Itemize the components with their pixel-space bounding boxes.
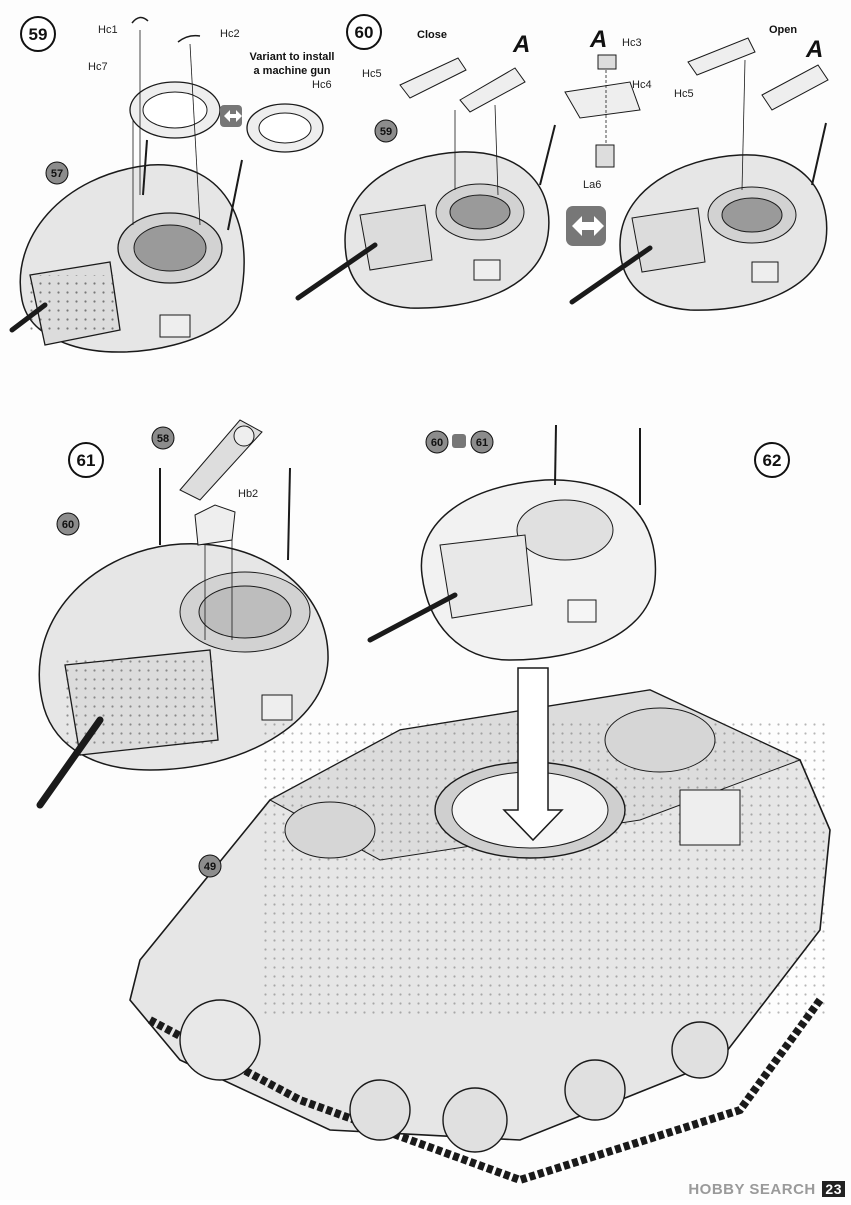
road-wheel-3 xyxy=(671,1021,729,1079)
part-hc1 xyxy=(131,16,149,24)
step-62-badge xyxy=(754,442,790,478)
swap-icon xyxy=(220,105,242,127)
hatch-a-closed xyxy=(459,67,526,113)
step-61-number: 61 xyxy=(77,451,96,470)
label-hb2: Hb2 xyxy=(238,488,258,500)
road-wheel-1 xyxy=(442,1087,508,1153)
ref-badge-57 xyxy=(45,161,69,185)
ref-badge-58 xyxy=(151,426,175,450)
ref-badge-59 xyxy=(374,119,398,143)
ref-badge-60 xyxy=(56,512,80,536)
step-62-number: 62 xyxy=(763,451,782,470)
svg-text:57: 57 xyxy=(51,168,63,180)
step-59-number: 59 xyxy=(29,25,48,44)
gun-barrel xyxy=(9,302,48,333)
page-number: 23 xyxy=(822,1181,845,1197)
label-hc2: Hc2 xyxy=(220,28,240,40)
antenna-2 xyxy=(227,159,243,231)
sprocket xyxy=(179,999,261,1081)
part-hb2 xyxy=(194,504,236,546)
ref-badge-60b xyxy=(425,430,449,454)
swap-icon-small xyxy=(452,434,466,448)
part-hc2 xyxy=(177,34,201,43)
stowage-box xyxy=(679,789,741,846)
label-hc5-closed: Hc5 xyxy=(362,68,382,80)
part-hc3 xyxy=(597,54,617,70)
variant-note-line2: a machine gun xyxy=(253,65,330,77)
step-62-panel: 62 60 61 49 xyxy=(129,424,831,1185)
svg-text:60: 60 xyxy=(431,437,443,449)
step-59-panel: 59 57 Hc1 Hc2 Hc7 Hc6 Variant to install… xyxy=(9,16,335,353)
hatch-hc5-closed xyxy=(399,57,467,99)
ref-badge-49 xyxy=(198,854,222,878)
watermark-text: HOBBY SEARCH xyxy=(688,1181,816,1198)
road-wheel-2 xyxy=(564,1059,626,1121)
detail-a-label-1: A xyxy=(512,31,530,58)
svg-text:60: 60 xyxy=(62,519,74,531)
hatch-a-open xyxy=(761,64,829,111)
variant-note-line1: Variant to install xyxy=(250,51,335,63)
label-hc7: Hc7 xyxy=(88,61,108,73)
hatch-opening xyxy=(133,224,207,272)
label-hc6: Hc6 xyxy=(312,79,332,91)
label-hc1: Hc1 xyxy=(98,24,118,36)
road-wheel-4 xyxy=(349,1079,411,1141)
step-60-panel: 60 Close Open A A A 59 Hc5 Hc3 Hc4 La6 xyxy=(295,14,829,311)
svg-text:58: 58 xyxy=(157,433,169,445)
rear-hatch xyxy=(604,707,716,773)
step-59-badge xyxy=(20,16,56,52)
track xyxy=(148,997,824,1185)
close-label: Close xyxy=(417,29,447,41)
part-la6 xyxy=(595,144,615,168)
label-la6: La6 xyxy=(583,179,601,191)
hatch-hc5-open xyxy=(687,37,756,76)
open-label: Open xyxy=(769,24,797,36)
label-hc4: Hc4 xyxy=(632,79,652,91)
svg-text:61: 61 xyxy=(476,437,488,449)
vision-block xyxy=(159,314,191,338)
detail-a-label-2: A xyxy=(589,26,607,53)
install-arrow xyxy=(502,667,564,842)
svg-text:49: 49 xyxy=(204,861,216,873)
label-hc3: Hc3 xyxy=(622,37,642,49)
svg-text:59: 59 xyxy=(380,126,392,138)
antenna xyxy=(142,139,148,196)
step-61-panel: 61 60 58 Hb2 xyxy=(36,419,329,809)
swap-icon-large xyxy=(566,206,606,246)
hull-hatch-front xyxy=(284,801,376,859)
ref-badge-61 xyxy=(470,430,494,454)
hatch-hc4 xyxy=(564,81,641,119)
label-hc5-open: Hc5 xyxy=(674,88,694,100)
gun-barrel-61 xyxy=(36,716,104,809)
step-60-number: 60 xyxy=(355,23,374,42)
step-60-badge xyxy=(346,14,382,50)
watermark: HOBBY SEARCH 23 xyxy=(688,1181,845,1198)
step-61-badge xyxy=(68,442,104,478)
detail-a-label-3: A xyxy=(805,36,823,63)
